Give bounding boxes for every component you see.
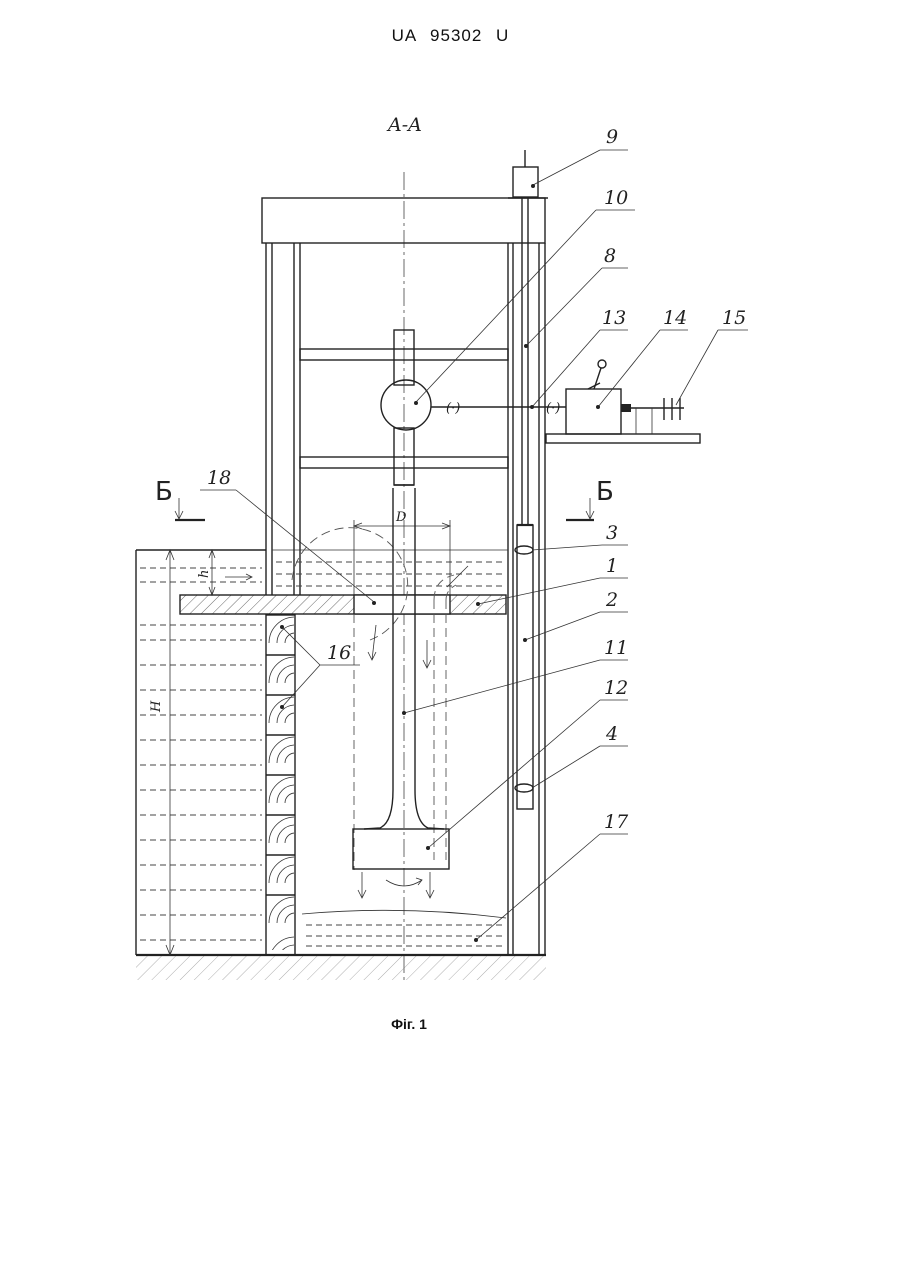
control-unit: [566, 389, 621, 434]
discharge-arrows: [358, 872, 434, 898]
right-frame-columns: [508, 243, 545, 955]
part-label-8: 8: [604, 245, 616, 267]
leader-lines: [200, 150, 748, 942]
section-marker-right-label: Б: [596, 477, 614, 507]
part-label-15: 15: [722, 307, 746, 329]
impeller: [353, 829, 449, 869]
part-label-3: 3: [606, 522, 618, 544]
part-label-13: 13: [602, 307, 626, 329]
small-depth-dimension: [209, 550, 252, 595]
control-lever: [588, 360, 606, 389]
part-label-4: 4: [605, 723, 618, 745]
part-label-17: 17: [604, 811, 629, 833]
part-label-12: 12: [604, 677, 628, 699]
left-wall-blocks: [266, 615, 295, 963]
part-label-1: 1: [606, 555, 618, 577]
section-marker-left-label: Б: [155, 477, 173, 507]
section-marker-left: [175, 498, 205, 520]
part-label-11: 11: [604, 637, 628, 659]
generator: [381, 380, 431, 430]
svg-text:(·): (·): [546, 401, 560, 416]
total-depth-label: H: [149, 700, 164, 713]
part-label-16: 16: [327, 642, 351, 664]
equipment-shelf: [546, 434, 700, 443]
diameter-label: D: [395, 510, 407, 525]
float-rod: [508, 150, 548, 525]
transmission-shaft: (·) (·): [431, 401, 566, 416]
top-frame-beam: [262, 198, 545, 243]
part-label-10: 10: [604, 187, 628, 209]
diameter-dimension: [354, 520, 450, 595]
section-marker-right: [566, 498, 594, 520]
output-cables: [621, 398, 684, 434]
figure-caption: Фіг. 1: [0, 1016, 818, 1032]
part-label-9: 9: [606, 126, 618, 148]
flow-vortex-outline: [292, 528, 468, 870]
part-label-2: 2: [605, 589, 618, 611]
section-title: A-A: [386, 114, 422, 136]
part-label-14: 14: [663, 307, 687, 329]
left-frame-columns: [266, 243, 300, 595]
svg-text:(·): (·): [446, 401, 460, 416]
small-depth-label: h: [197, 570, 212, 578]
part-label-18: 18: [207, 467, 231, 489]
upper-water-layer: [272, 550, 508, 586]
total-depth-dimension: [166, 550, 174, 955]
float-body: [515, 525, 533, 809]
platform-slab: [180, 595, 506, 614]
ground: [136, 955, 546, 980]
